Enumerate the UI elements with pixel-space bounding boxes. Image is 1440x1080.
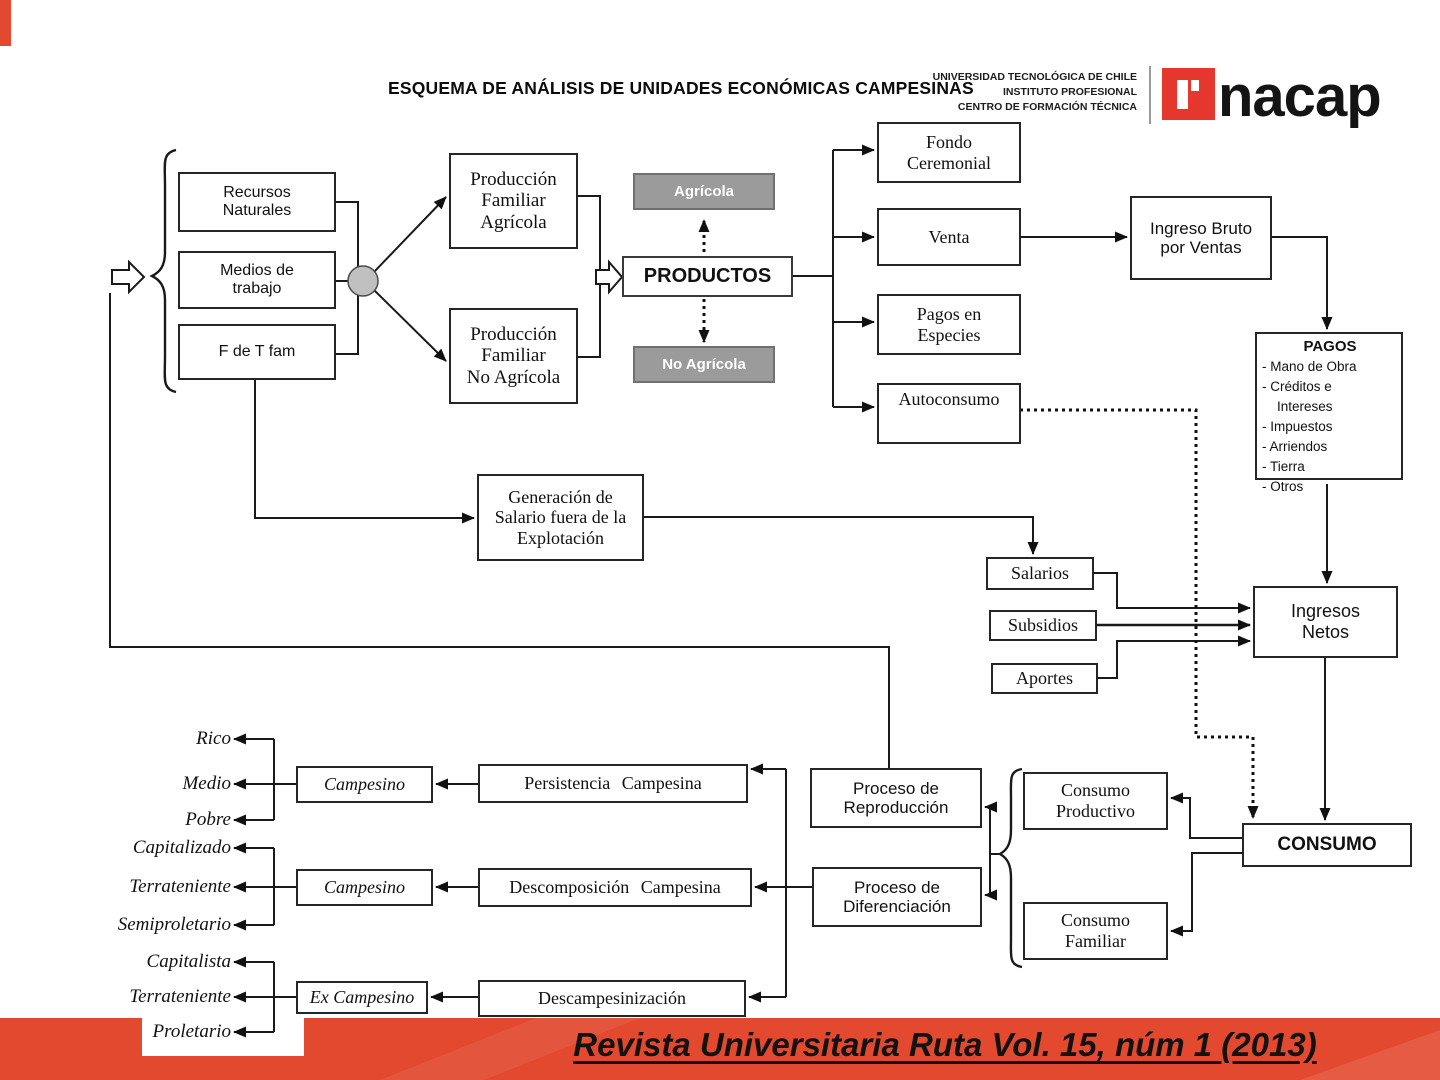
pagos-title: PAGOS: [1303, 338, 1357, 355]
footer-citation: Revista Universitaria Ruta Vol. 15, núm …: [573, 1026, 1317, 1063]
pagos-item: - Créditos e: [1262, 379, 1332, 394]
pagos-item: - Tierra: [1262, 459, 1305, 474]
tag-no-agricola: No Agrícola: [633, 346, 775, 383]
box-medios-de-trabajo: Medios de trabajo: [178, 251, 336, 309]
box-descampesinizacion: Descampesinización: [478, 980, 746, 1017]
box-descomposicion-campesina: Descomposición Campesina: [478, 868, 752, 907]
corner-red-tab: [0, 0, 11, 46]
pagos-item: - Arriendos: [1262, 439, 1328, 454]
box-produccion-familiar-agricola: Producción Familiar Agrícola: [449, 153, 578, 249]
box-ingresos-netos: Ingresos Netos: [1253, 586, 1398, 658]
consumo-brace: [997, 767, 1023, 969]
label-terrateniente-2: Terrateniente: [129, 986, 231, 1007]
university-line-2: INSTITUTO PROFESIONAL: [1003, 86, 1137, 99]
feedback-hollow-arrow-icon: [111, 259, 146, 295]
productos-hollow-arrow-icon: [595, 259, 624, 295]
box-pagos-en-especies: Pagos en Especies: [877, 294, 1021, 355]
inacap-logo-icon: [1162, 68, 1215, 120]
box-proceso-diferenciacion: Proceso de Diferenciación: [812, 867, 982, 927]
box-fondo-ceremonial: Fondo Ceremonial: [877, 122, 1021, 183]
box-aportes: Aportes: [991, 663, 1098, 694]
mixer-circle-icon: [347, 265, 379, 297]
box-consumo-productivo: Consumo Productivo: [1023, 772, 1168, 830]
label-semiproletario: Semiproletario: [117, 914, 231, 935]
box-ex-campesino: Ex Campesino: [296, 981, 428, 1014]
label-capitalista: Capitalista: [146, 951, 231, 972]
label-proletario: Proletario: [152, 1021, 231, 1042]
logo-divider: [1149, 66, 1151, 124]
box-autoconsumo: Autoconsumo: [877, 383, 1021, 444]
tag-agricola: Agrícola: [633, 173, 775, 210]
pagos-item: - Impuestos: [1262, 419, 1333, 434]
inacap-logo-glyph-nub: [1191, 80, 1199, 91]
university-line-3: CENTRO DE FORMACIÓN TÉCNICA: [957, 101, 1137, 114]
pagos-item: - Otros: [1262, 479, 1304, 494]
box-consumo: CONSUMO: [1242, 823, 1412, 867]
feedback-loop-line: [109, 293, 890, 768]
university-text: UNIVERSIDAD TECNOLÓGICA DE CHILE INSTITU…: [800, 70, 1137, 116]
box-f-de-t-fam: F de T fam: [178, 324, 336, 380]
box-subsidios: Subsidios: [989, 610, 1097, 641]
box-proceso-reproduccion: Proceso de Reproducción: [810, 768, 982, 828]
label-medio: Medio: [182, 773, 231, 794]
inacap-wordmark: nacap: [1218, 64, 1382, 129]
pagos-item: - Mano de Obra: [1262, 359, 1357, 374]
label-rico: Rico: [196, 728, 231, 749]
box-consumo-familiar: Consumo Familiar: [1023, 902, 1168, 960]
inputs-brace: [149, 148, 177, 394]
pagos-item: Intereses: [1262, 399, 1333, 414]
label-terrateniente-1: Terrateniente: [129, 876, 231, 897]
box-campesino-1: Campesino: [296, 766, 433, 803]
inacap-logo-glyph: [1177, 80, 1188, 109]
box-productos: PRODUCTOS: [622, 256, 793, 297]
box-venta: Venta: [877, 208, 1021, 266]
box-salarios: Salarios: [986, 557, 1094, 590]
box-pagos: [1255, 332, 1403, 480]
university-line-1: UNIVERSIDAD TECNOLÓGICA DE CHILE: [932, 71, 1137, 83]
box-ingreso-bruto-por-ventas: Ingreso Bruto por Ventas: [1130, 196, 1272, 280]
page-title: ESQUEMA DE ANÁLISIS DE UNIDADES ECONÓMIC…: [388, 78, 974, 98]
pagos-list: PAGOS - Mano de Obra - Créditos e Intere…: [1262, 336, 1398, 497]
proletario-label-backdrop: [142, 1013, 304, 1056]
box-persistencia-campesina: Persistencia Campesina: [478, 764, 748, 803]
box-campesino-2: Campesino: [296, 869, 433, 906]
box-generacion-salario: Generación de Salario fuera de la Explot…: [477, 474, 644, 561]
box-produccion-familiar-no-agricola: Producción Familiar No Agrícola: [449, 308, 578, 404]
label-pobre: Pobre: [185, 809, 231, 830]
box-recursos-naturales: Recursos Naturales: [178, 172, 336, 232]
label-capitalizado: Capitalizado: [132, 837, 231, 858]
